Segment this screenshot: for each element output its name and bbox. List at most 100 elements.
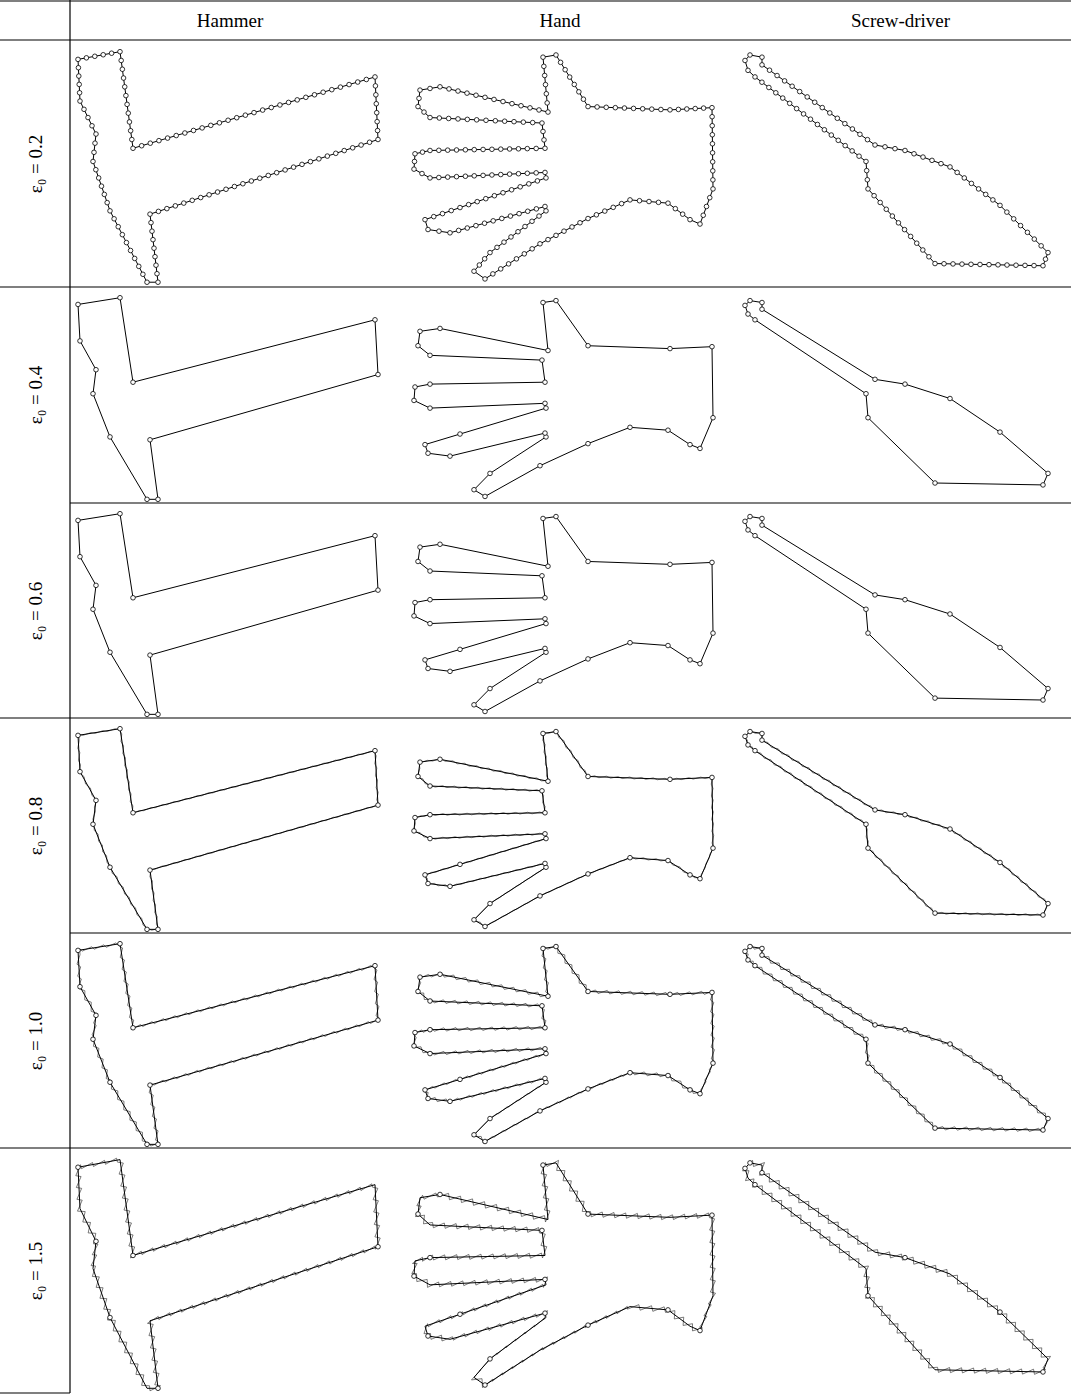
- vertex-dot: [77, 74, 82, 79]
- original-contour: [77, 943, 380, 1146]
- vertex-dot: [668, 777, 673, 782]
- vertex-dot: [538, 241, 543, 246]
- vertex-dot: [448, 454, 453, 459]
- vertex-dot: [474, 93, 479, 98]
- row-header: ε₀ = 0.6: [26, 581, 47, 640]
- vertex-dot: [482, 256, 487, 261]
- table-rule: [0, 1147, 1071, 1148]
- vertex-dot: [787, 101, 792, 106]
- vertex-dot: [463, 174, 468, 179]
- screwdriver-outline: [743, 53, 1051, 268]
- vertex-dot: [1041, 698, 1046, 703]
- vertex-dot: [215, 190, 220, 195]
- vertex-dot: [493, 118, 498, 123]
- vertex-dot: [481, 173, 486, 178]
- vertex-dot: [962, 176, 967, 181]
- vertex-dot: [829, 133, 834, 138]
- vertex-dot: [873, 808, 878, 813]
- vertex-dot: [207, 193, 212, 198]
- vertex-dot: [153, 254, 158, 259]
- vertex-dot: [815, 122, 820, 127]
- vertex-dot: [808, 117, 813, 122]
- vertex-dot: [1025, 230, 1030, 235]
- vertex-dot: [865, 177, 870, 182]
- vertex-dot: [543, 380, 548, 385]
- vertex-dot: [525, 209, 530, 214]
- vertex-dot: [711, 631, 716, 636]
- vertex-dot: [543, 646, 548, 651]
- vertex-dot: [577, 90, 582, 95]
- vertex-dot: [586, 989, 591, 994]
- vertex-dot: [428, 406, 433, 411]
- approximation-polygon: [414, 1163, 713, 1385]
- approximation-polygon: [745, 732, 1048, 915]
- vertex-dot: [448, 231, 453, 236]
- vertex-dot: [666, 1073, 671, 1078]
- vertex-dot: [431, 214, 436, 219]
- vertex-dot: [475, 199, 480, 204]
- vertex-dot: [619, 201, 624, 206]
- vertex-dot: [283, 168, 288, 173]
- vertex-dot: [866, 187, 871, 192]
- vertex-dot: [760, 300, 765, 305]
- vertex-dot: [903, 1255, 908, 1260]
- vertex-dot: [1046, 686, 1051, 691]
- vertex-dot: [707, 195, 712, 200]
- vertex-dot: [743, 303, 748, 308]
- hand-outline: [412, 514, 716, 714]
- vertex-dot: [108, 1080, 113, 1085]
- vertex-dot: [325, 154, 330, 159]
- vertex-dot: [760, 946, 765, 951]
- vertex-dot: [472, 1133, 477, 1138]
- vertex-dot: [116, 224, 121, 229]
- vertex-dot: [428, 784, 433, 789]
- vertex-dot: [543, 810, 548, 815]
- vertex-dot: [149, 220, 154, 225]
- vertex-dot: [118, 511, 123, 516]
- vertex-dot: [509, 187, 514, 192]
- vertex-dot: [300, 162, 305, 167]
- approximation-polygon: [414, 517, 713, 712]
- vertex-dot: [465, 117, 470, 122]
- vertex-dot: [418, 975, 423, 980]
- vertex-dot: [748, 53, 753, 58]
- original-contour: [744, 731, 1047, 916]
- vertex-dot: [463, 148, 468, 153]
- vertex-dot: [540, 1004, 545, 1009]
- vertex-dot: [91, 159, 96, 164]
- vertex-dot: [1014, 263, 1019, 268]
- vertex-dot: [933, 1126, 938, 1131]
- vertex-dot: [105, 200, 110, 205]
- vertex-dot: [428, 115, 433, 120]
- vertex-dot: [472, 174, 477, 179]
- vertex-dot: [260, 108, 265, 113]
- vertex-dot: [554, 514, 559, 519]
- vertex-dot: [586, 441, 591, 446]
- vertex-dot: [91, 391, 96, 396]
- vertex-dot: [127, 120, 132, 125]
- vertex-dot: [418, 545, 423, 550]
- vertex-dot: [428, 569, 433, 574]
- vertex-dot: [329, 87, 334, 92]
- original-contour: [413, 731, 714, 928]
- vertex-dot: [541, 1163, 546, 1168]
- vertex-dot: [94, 367, 99, 372]
- vertex-dot: [1043, 257, 1048, 262]
- vertex-dot: [541, 55, 546, 60]
- vertex-dot: [454, 174, 459, 179]
- vertex-dot: [637, 198, 642, 203]
- vertex-dot: [321, 90, 326, 95]
- vertex-dot: [668, 992, 673, 997]
- vertex-dot: [540, 574, 545, 579]
- vertex-dot: [132, 256, 137, 261]
- vertex-dot: [121, 76, 126, 81]
- vertex-dot: [448, 669, 453, 674]
- vertex-dot: [200, 126, 205, 131]
- vertex-dot: [338, 85, 343, 90]
- vertex-dot: [640, 106, 645, 111]
- vertex-dot: [668, 346, 673, 351]
- vertex-dot: [101, 52, 106, 57]
- vertex-dot: [148, 141, 153, 146]
- vertex-dot: [902, 227, 907, 232]
- vertex-dot: [413, 385, 418, 390]
